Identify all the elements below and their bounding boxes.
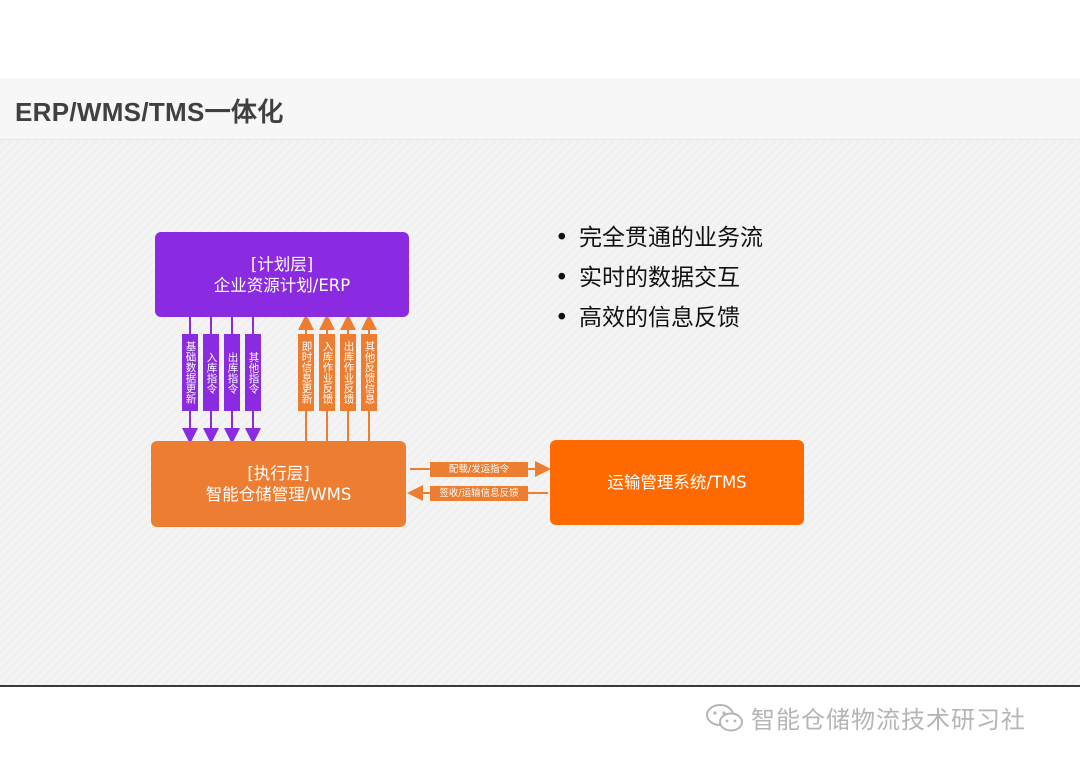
down-flow-label: 基础数据更新	[182, 334, 198, 411]
wms-layer-label: [执行层]	[247, 464, 310, 483]
bullet-item: • 实时的数据交互	[555, 262, 763, 302]
to-tms-flow-label: 配载/发运指令	[430, 462, 528, 477]
erp-system-label: 企业资源计划/ERP	[213, 275, 351, 295]
bullet-text: 完全贯通的业务流	[579, 225, 763, 251]
to-wms-flow-label: 签收/运输信息反馈	[430, 486, 528, 501]
down-flow-label: 入库指令	[203, 334, 219, 411]
bullet-dot-icon: •	[555, 225, 569, 251]
up-arrow-lines	[298, 314, 377, 441]
slide-background: ERP/WMS/TMS一体化	[0, 78, 1080, 686]
bullet-item: • 高效的信息反馈	[555, 302, 763, 342]
up-flow-label: 出库作业反馈	[340, 334, 356, 411]
erp-box: [计划层] 企业资源计划/ERP	[155, 232, 409, 317]
tms-system-label: 运输管理系统/TMS	[607, 473, 747, 492]
bullet-item: • 完全贯通的业务流	[555, 222, 763, 262]
title-bar: ERP/WMS/TMS一体化	[0, 78, 1080, 140]
watermark-text: 智能仓储物流技术研习社	[751, 706, 1026, 734]
down-flow-label: 其他指令	[245, 334, 261, 411]
up-flow-label: 其他反馈信息	[361, 334, 377, 411]
bullet-list: • 完全贯通的业务流 • 实时的数据交互 • 高效的信息反馈	[555, 222, 763, 342]
up-flow-label: 即时信息更新	[298, 334, 314, 411]
slide-bottom-divider	[0, 685, 1080, 687]
tms-box: 运输管理系统/TMS	[550, 440, 804, 525]
bullet-text: 实时的数据交互	[579, 265, 740, 291]
down-flow-label: 出库指令	[224, 334, 240, 411]
slide-title: ERP/WMS/TMS一体化	[15, 97, 284, 127]
wechat-icon	[706, 703, 743, 731]
up-flow-label: 入库作业反馈	[319, 334, 335, 411]
bullet-dot-icon: •	[555, 305, 569, 331]
erp-layer-label: [计划层]	[250, 254, 314, 274]
wms-system-label: 智能仓储管理/WMS	[205, 485, 352, 504]
wms-box: [执行层] 智能仓储管理/WMS	[151, 441, 406, 527]
down-arrow-lines	[182, 317, 261, 444]
bullet-dot-icon: •	[555, 265, 569, 291]
watermark: 智能仓储物流技术研习社	[705, 700, 1026, 735]
bullet-text: 高效的信息反馈	[579, 305, 740, 331]
